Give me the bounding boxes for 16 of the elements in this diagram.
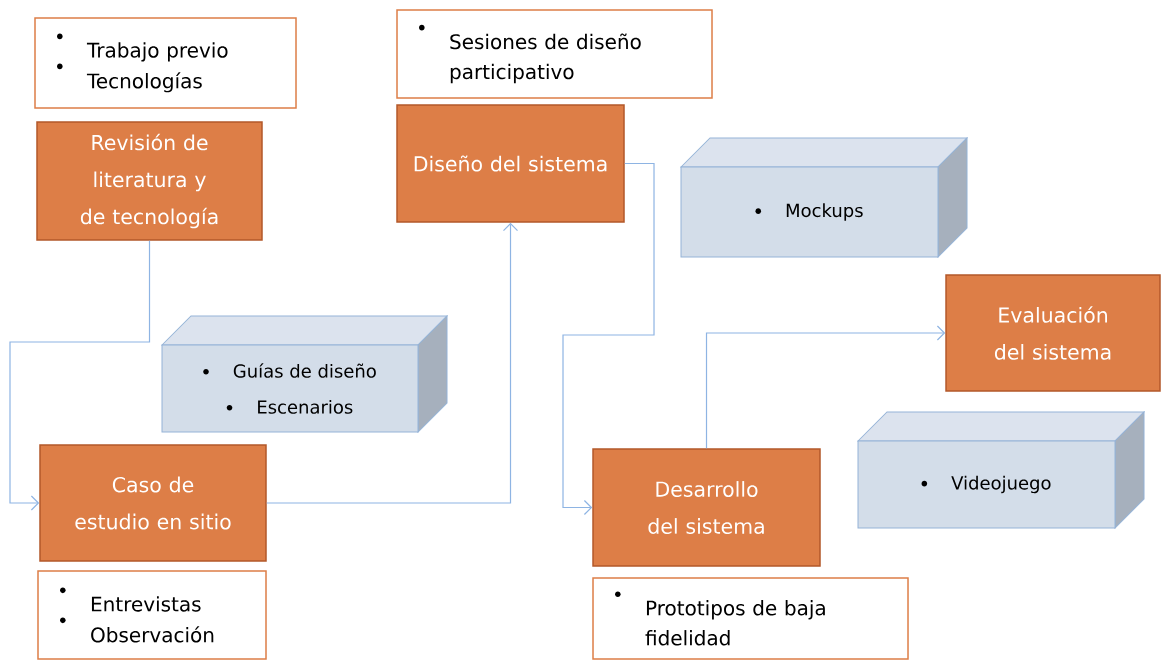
process-box: Desarrollo del sistema bbox=[592, 448, 821, 567]
connector-arrow bbox=[266, 222, 519, 504]
connector-arrow bbox=[562, 162, 655, 516]
bullet-list-box: Entrevistas Observación bbox=[37, 570, 267, 660]
process-box: Caso de estudio en sitio bbox=[39, 444, 267, 562]
connector-arrow bbox=[9, 240, 151, 511]
cube-box: Mockups bbox=[680, 137, 968, 258]
process-box: Diseño del sistema bbox=[396, 104, 625, 223]
connector-arrow bbox=[705, 325, 946, 449]
bullet-list-box: Sesiones de diseño participativo bbox=[396, 9, 713, 99]
cube-box: Videojuego bbox=[857, 411, 1145, 529]
process-box: Evaluación del sistema bbox=[945, 274, 1161, 392]
bullet-list-box: Prototipos de baja fidelidad bbox=[592, 577, 909, 660]
bullet-list-box: Trabajo previo Tecnologías bbox=[34, 17, 297, 109]
cube-box: Guías de diseño Escenarios bbox=[161, 315, 448, 433]
process-box: Revisión de literatura y de tecnología bbox=[36, 121, 263, 241]
